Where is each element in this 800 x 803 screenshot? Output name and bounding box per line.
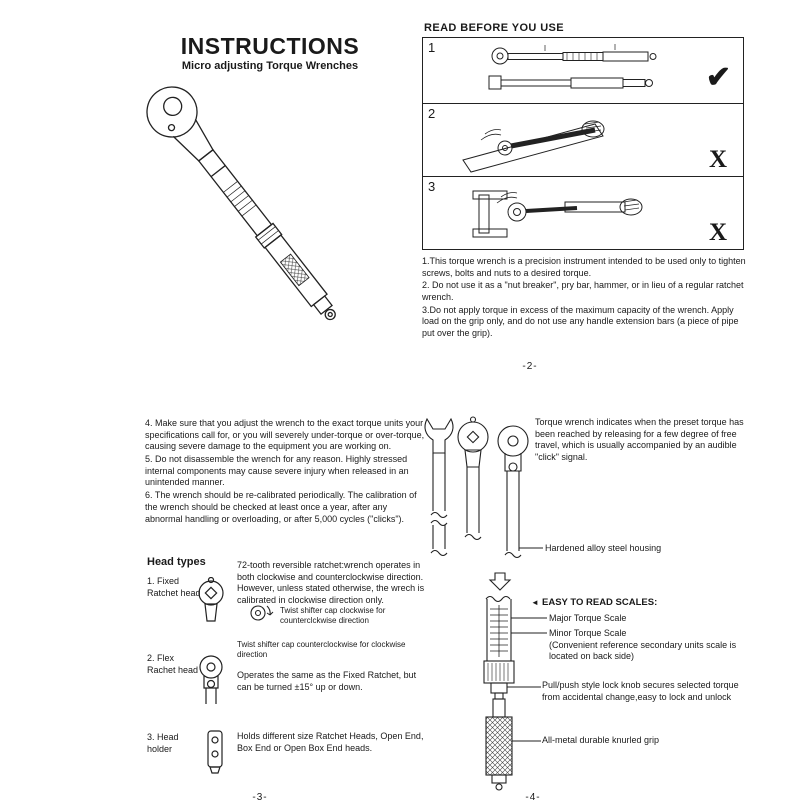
head-type-1-tip-1: Twist shifter cap clockwise for counterc… — [280, 606, 386, 625]
fixed-ratchet-head-icon — [198, 577, 224, 622]
torque-wrench-parts-diagram — [424, 416, 547, 791]
pipe-extension-misuse-diagram — [472, 190, 643, 238]
major-scale-label: Major Torque Scale — [549, 613, 627, 623]
x-icon: X — [708, 219, 727, 246]
head-types-heading: Head types — [147, 556, 206, 568]
correct-usage-diagram — [488, 44, 657, 90]
care-notes: 4. Make sure that you adjust the wrench … — [145, 418, 425, 526]
prying-misuse-diagram — [462, 120, 605, 173]
twist-cap-icon — [250, 605, 274, 621]
grip-label: All-metal durable knurled grip — [542, 735, 660, 745]
head-type-1-description: 72-tooth reversible ratchet:wrench opera… — [237, 560, 425, 606]
flex-ratchet-head-icon — [199, 655, 223, 704]
warning-panels-box: 1 — [422, 37, 744, 250]
panel-number: 3 — [428, 179, 436, 194]
panel-number: 1 — [428, 40, 436, 55]
care-note: 5. Do not disassemble the wrench for any… — [145, 454, 409, 488]
lock-knob-label: Pull/push style lock knob secures select… — [542, 680, 739, 702]
read-before-heading: READ BEFORE YOU USE — [424, 22, 565, 34]
usage-note: 3.Do not apply torque in excess of the m… — [422, 304, 739, 339]
care-note: 6. The wrench should be re-calibrated pe… — [145, 490, 417, 524]
minor-scale-label: Minor Torque Scale — [549, 628, 627, 638]
housing-label: Hardened alloy steel housing — [545, 543, 662, 553]
head-holder-icon — [207, 730, 223, 774]
panel-row-3: 3 X — [423, 176, 743, 249]
page-subtitle: Micro adjusting Torque Wrenches — [181, 60, 359, 72]
check-icon: ✔ — [705, 61, 731, 94]
usage-note: 1.This torque wrench is a precision inst… — [422, 256, 746, 278]
pointer-left-icon: ◄ — [531, 598, 539, 607]
head-type-3-description: Holds different size Ratchet Heads, Open… — [237, 731, 424, 753]
usage-note: 2. Do not use it as a "nut breaker", pry… — [422, 280, 744, 303]
panel-row-2: 2 X — [423, 103, 743, 176]
minor-scale-block: Minor Torque Scale (Convenient reference… — [549, 628, 744, 663]
panel-row-1: 1 — [423, 38, 743, 103]
head-type-2-description: Operates the same as the Fixed Ratchet, … — [237, 670, 417, 692]
scales-heading: EASY TO READ SCALES: — [542, 597, 658, 608]
torque-wrench-illustration — [146, 86, 336, 321]
page-number-4: -4- — [525, 792, 541, 803]
head-type-1-tip-2: Twist shifter cap counterclockwise for c… — [237, 640, 406, 659]
head-type-3-label: 3. Head holder — [147, 732, 179, 755]
care-note: 4. Make sure that you adjust the wrench … — [145, 418, 425, 452]
head-type-1-label: 1. Fixed Ratchet head — [147, 576, 201, 599]
x-icon: X — [708, 146, 727, 173]
click-signal-intro: Torque wrench indicates when the preset … — [535, 417, 744, 463]
panel-number: 2 — [428, 106, 436, 121]
minor-scale-note: (Convenient reference secondary units sc… — [549, 639, 737, 662]
page-number-3: -3- — [252, 792, 268, 803]
head-type-2-label: 2. Flex Rachet head — [147, 653, 199, 676]
page-title: INSTRUCTIONS — [180, 33, 360, 59]
page-number-2: -2- — [522, 361, 538, 372]
usage-notes: 1.This torque wrench is a precision inst… — [422, 256, 746, 341]
